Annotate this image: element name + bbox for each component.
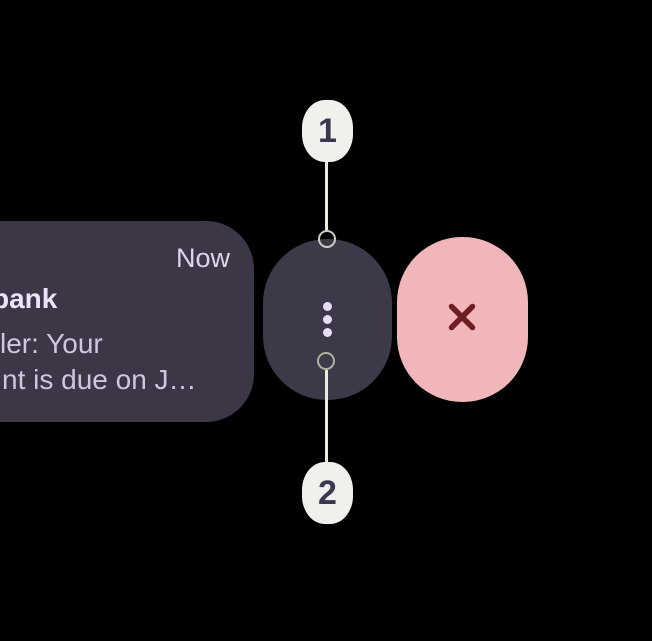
callout-1-leader-line (325, 161, 328, 231)
notification-card[interactable]: Now bank ler: Your nt is due on J… (0, 221, 254, 422)
notification-title: bank (0, 283, 58, 314)
callout-2-leader-line (325, 370, 328, 463)
callout-1-badge: 1 (302, 100, 353, 162)
ellipsis-dot (323, 328, 332, 337)
dismiss-notification-button[interactable] (397, 237, 528, 402)
callout-2-anchor-ring (317, 352, 335, 370)
vertical-ellipsis-icon (323, 302, 332, 337)
callout-1-label: 1 (318, 111, 337, 150)
ellipsis-dot (323, 315, 332, 324)
notification-body-line-1: ler: Your (0, 328, 103, 359)
notification-body-line-2: nt is due on J… (2, 364, 197, 395)
callout-2-badge: 2 (302, 462, 353, 524)
notification-settings-button[interactable] (263, 239, 392, 400)
callout-1-anchor-ring (318, 230, 336, 248)
notification-timestamp: Now (175, 243, 230, 273)
callout-2-label: 2 (318, 473, 337, 512)
ellipsis-dot (323, 302, 332, 311)
close-icon (448, 303, 476, 331)
